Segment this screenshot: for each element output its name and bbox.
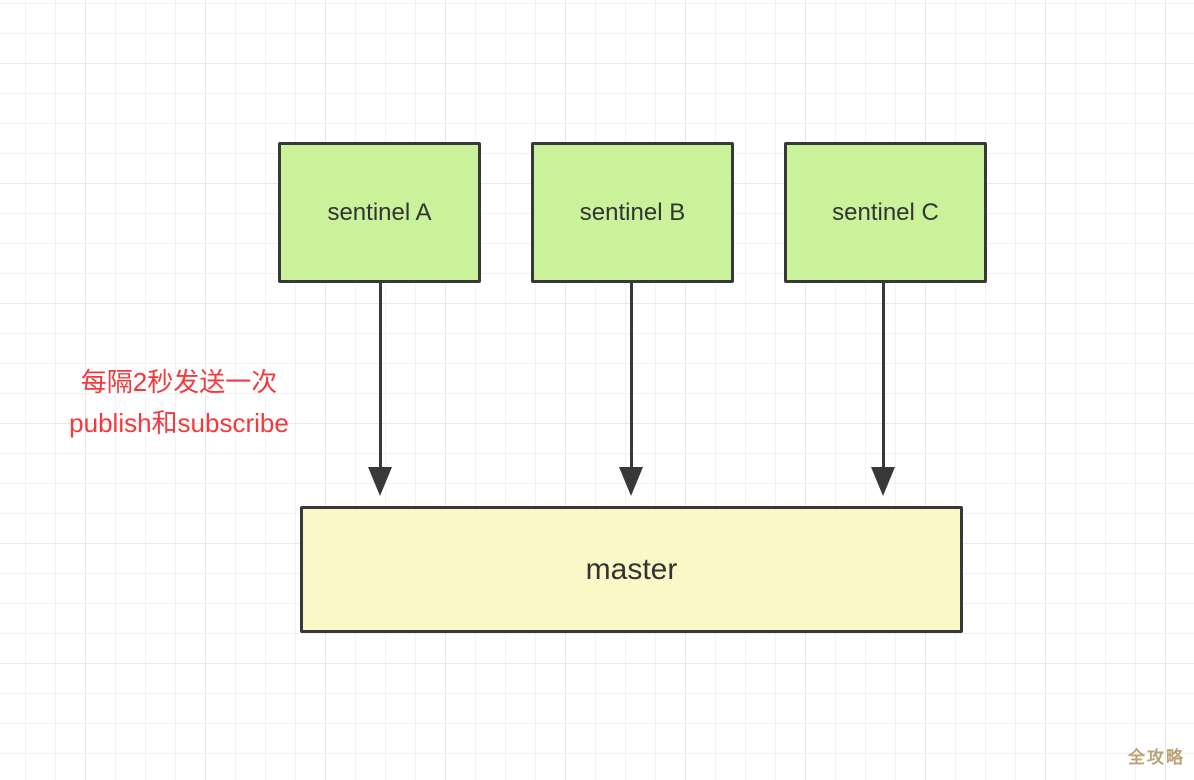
annotation-line-1: 每隔2秒发送一次 [80,367,278,397]
node-master: master [300,506,963,633]
node-master-label: master [585,552,678,586]
arrowhead-down-icon [871,467,895,496]
arrowhead-down-icon [619,467,643,496]
node-sentinel-a-label: sentinel A [327,198,432,226]
edge-sentinel-a-to-master-line [379,283,382,470]
annotation-note: 每隔2秒发送一次 publish和subscribe [28,362,330,444]
node-sentinel-c-label: sentinel C [832,198,939,226]
node-sentinel-c: sentinel C [784,142,987,283]
node-sentinel-b-label: sentinel B [579,198,686,226]
watermark: 全攻略 [1128,748,1185,767]
node-sentinel-b: sentinel B [531,142,734,283]
edge-sentinel-b-to-master-line [630,283,633,470]
node-sentinel-a: sentinel A [278,142,481,283]
arrowhead-down-icon [368,467,392,496]
annotation-line-2: publish和subscribe [69,408,289,438]
edge-sentinel-c-to-master-line [882,283,885,470]
